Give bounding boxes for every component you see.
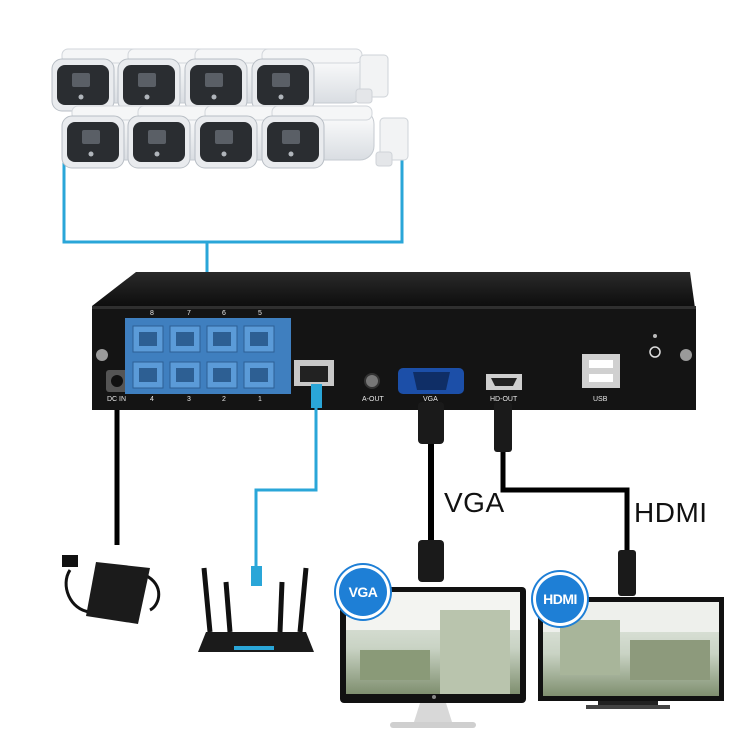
vga-port-label: VGA: [423, 396, 438, 403]
screw-icon: [96, 349, 108, 361]
hdmi-badge: HDMI: [536, 575, 584, 623]
cables: [114, 384, 636, 596]
bullet-camera-icon: [251, 48, 365, 112]
poe-port-number: 6: [222, 310, 226, 317]
poe-port-number: 3: [187, 396, 191, 403]
usb-label: USB: [593, 396, 608, 403]
poe-port: [243, 325, 275, 353]
vga-cable-label: VGA: [444, 487, 505, 518]
hd-out-label: HD-OUT: [490, 396, 518, 403]
poe-port-number: 4: [150, 396, 154, 403]
poe-port: [243, 361, 275, 389]
nvr-recorder: [92, 272, 696, 410]
poe-port: [132, 325, 164, 353]
poe-port-number: 5: [258, 310, 262, 317]
camera-network-line: [62, 150, 404, 244]
poe-port-number: 1: [258, 396, 262, 403]
poe-port-number: 7: [187, 310, 191, 317]
poe-port: [169, 325, 201, 353]
bullet-camera-icon: [261, 105, 375, 169]
camera-mount-icon: [355, 54, 389, 104]
wifi-router-icon: [198, 567, 314, 652]
poe-port-number: 8: [150, 310, 154, 317]
a-out-label: A-OUT: [362, 396, 384, 403]
camera-group: [51, 48, 409, 355]
poe-port: [132, 361, 164, 389]
poe-port-number: 2: [222, 396, 226, 403]
power-adapter-icon: [62, 555, 161, 624]
poe-port: [169, 361, 201, 389]
screw-icon: [680, 349, 692, 361]
dc-in-label: DC IN: [107, 396, 127, 403]
camera-mount-icon: [375, 117, 409, 167]
hdmi-cable-label: HDMI: [634, 497, 708, 528]
poe-port: [206, 325, 238, 353]
poe-port: [206, 361, 238, 389]
usb-port: [582, 354, 620, 388]
vga-badge: VGA: [339, 568, 387, 616]
audio-out-port: [364, 373, 380, 389]
